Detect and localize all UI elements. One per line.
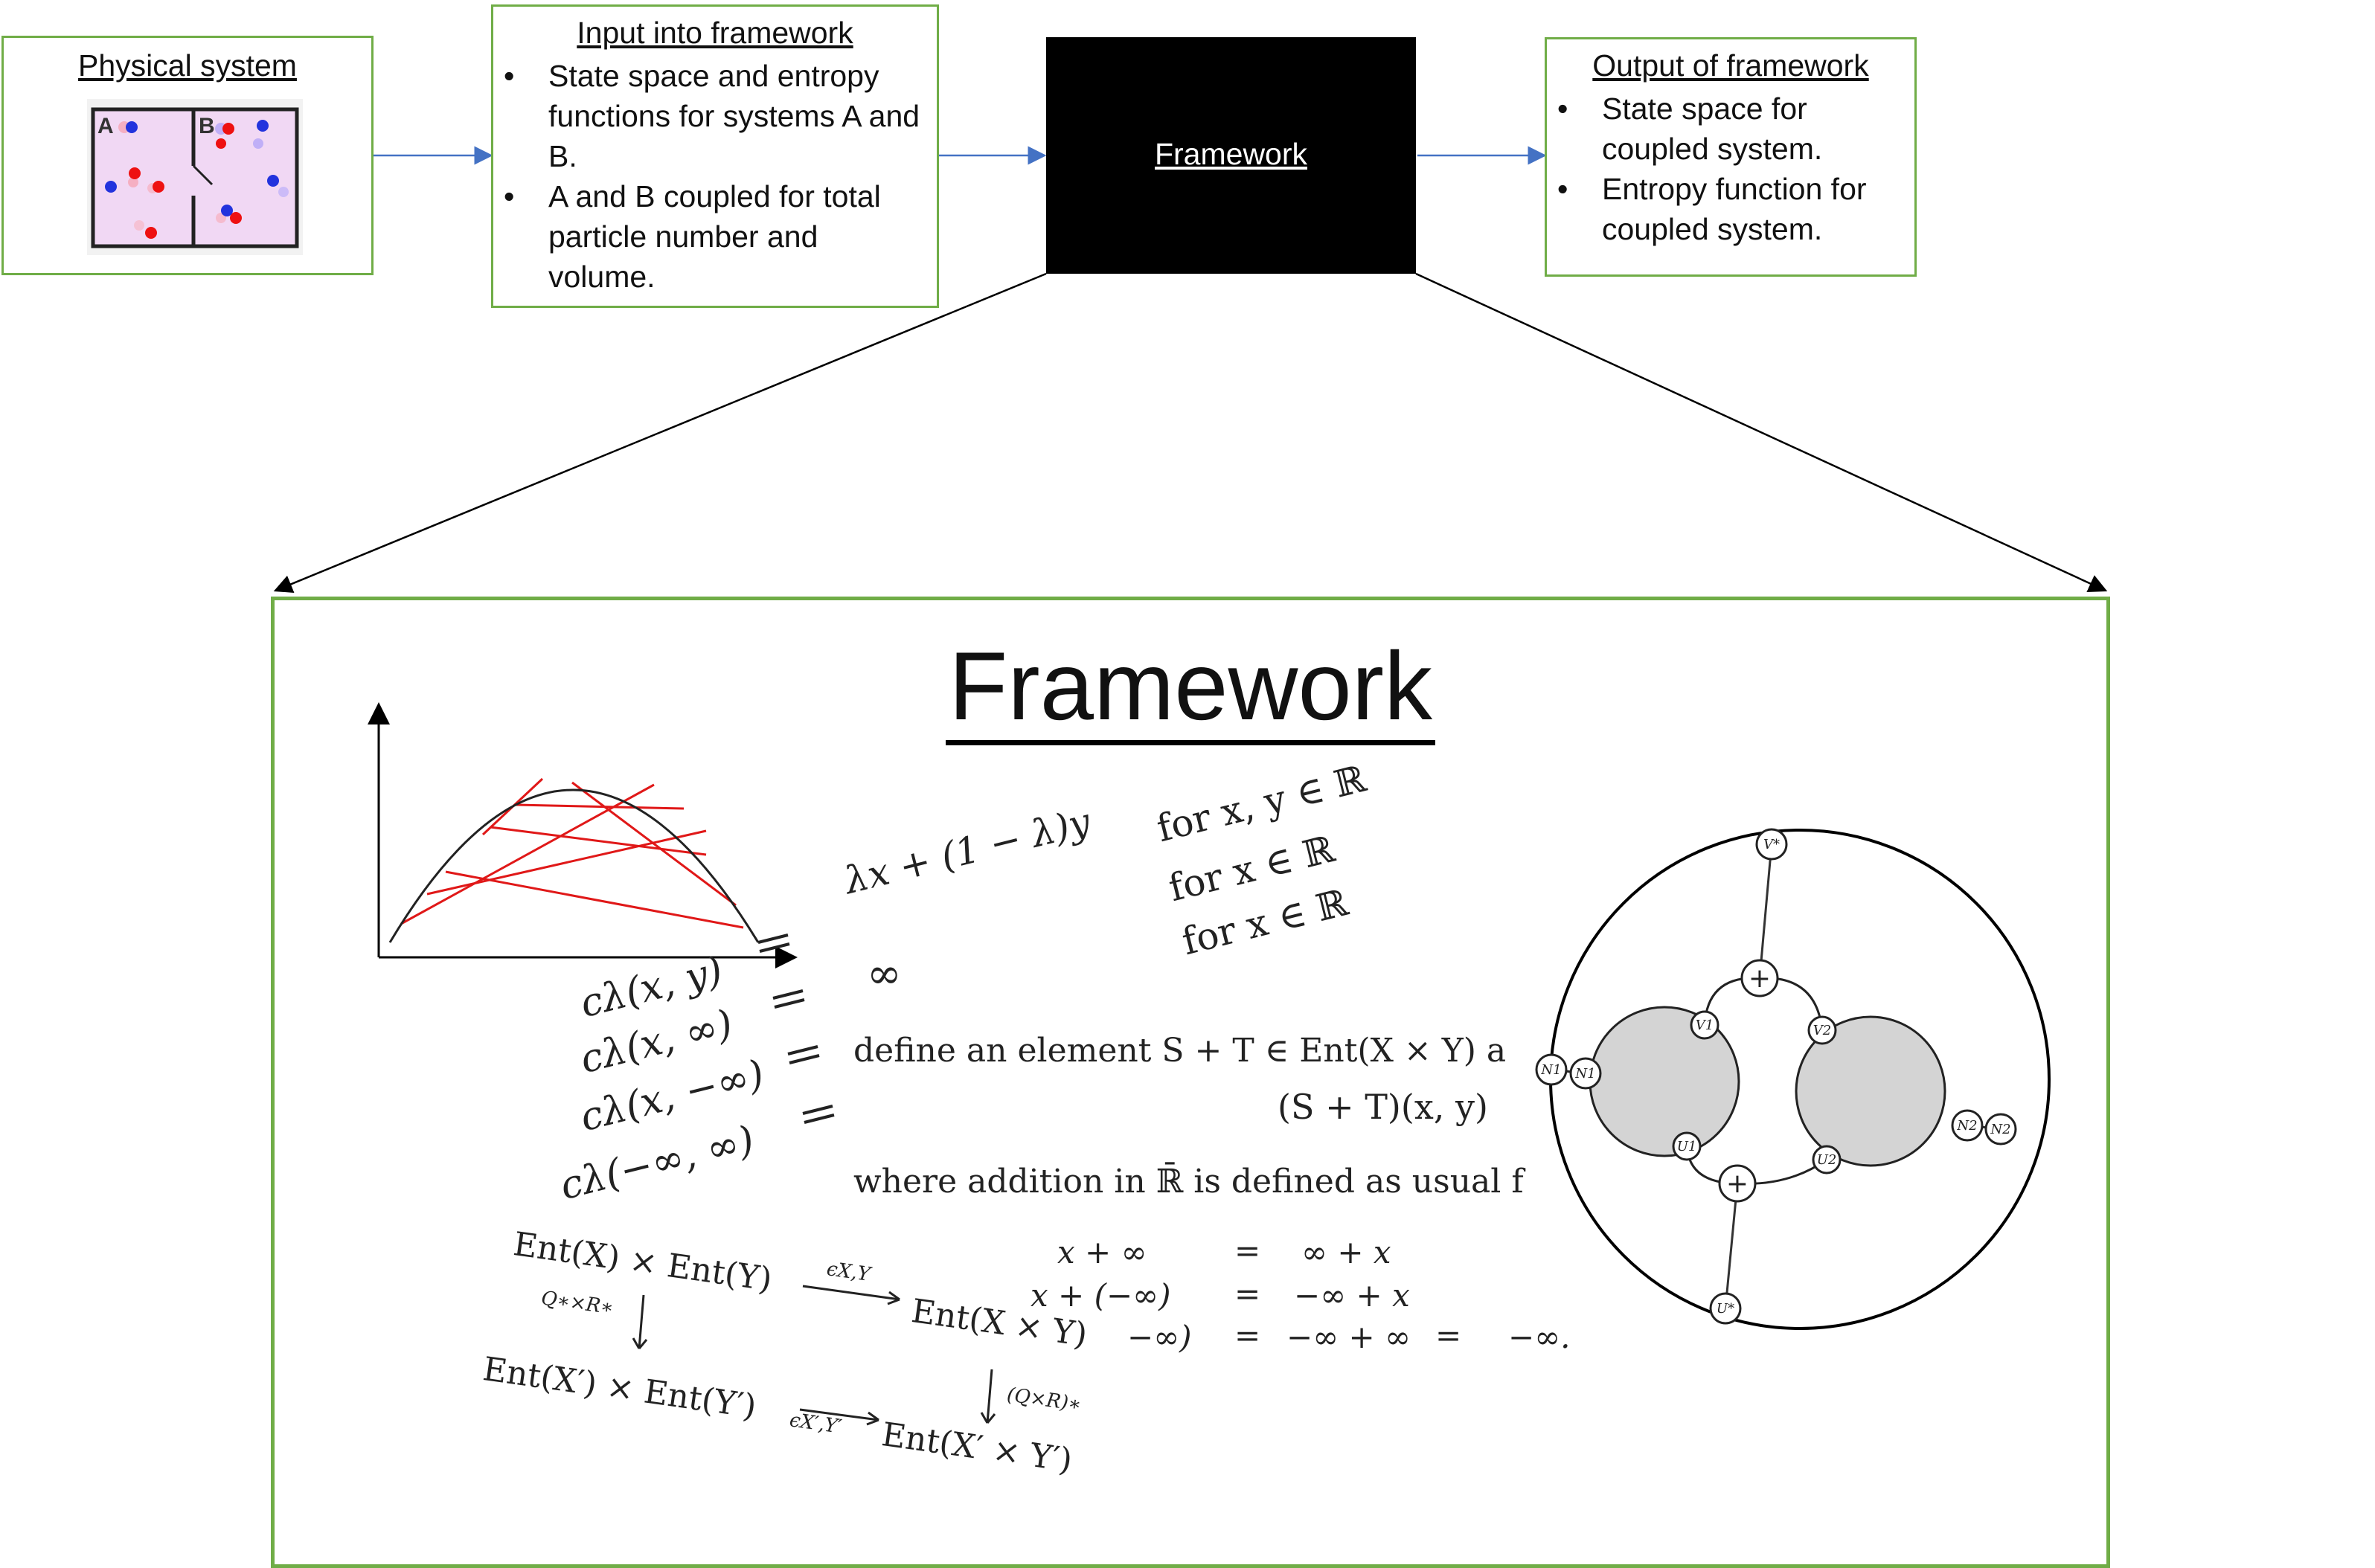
chamber-b-label: B — [199, 114, 215, 138]
circle-network-diagram: V* V1 V2 N1 N1 N2 N2 U1 U2 U* + + — [1535, 828, 2051, 1330]
cd-left-arrow — [632, 1294, 648, 1349]
chord-lines — [400, 777, 744, 929]
math-for-1: for x, y ∈ ℝ — [1153, 756, 1371, 851]
output-title: Output of framework — [1592, 48, 1869, 83]
math-eq: = — [1234, 1317, 1261, 1354]
physical-system-title: Physical system — [78, 48, 297, 83]
output-bullet: State space for coupled system. — [1547, 89, 1911, 169]
math-eq: = — [1234, 1276, 1261, 1312]
input-box: Input into framework State space and ent… — [491, 4, 939, 308]
math-eq: = — [1234, 1233, 1261, 1269]
math-add-1-left: x + ∞ — [1057, 1234, 1147, 1270]
node-label: N2 — [1956, 1118, 1977, 1134]
math-add-1-right: ∞ + x — [1301, 1234, 1391, 1270]
output-box: Output of framework State space for coup… — [1545, 37, 1917, 277]
cd-bottom-left: Ent(X′) × Ent(Y′) — [480, 1350, 759, 1427]
concave-plot — [368, 702, 798, 968]
math-st: (S + T)(x, y) — [1278, 1087, 1488, 1127]
input-bullet: State space and entropy functions for sy… — [493, 56, 932, 176]
plus-node-label: + — [1726, 1169, 1749, 1199]
particle-box-illustration: A B — [87, 99, 303, 255]
cd-left-arrow-label: Q∗×R∗ — [539, 1287, 615, 1320]
cd-right-arrow — [980, 1369, 996, 1424]
node-label: N1 — [1574, 1066, 1595, 1082]
node-label: V2 — [1813, 1023, 1831, 1038]
output-bullet: Entropy function for coupled system. — [1547, 169, 1911, 249]
node-label: U1 — [1677, 1139, 1697, 1154]
math-add-3-left: −∞) — [1127, 1319, 1192, 1355]
node-label: V* — [1763, 837, 1780, 852]
node-label: U* — [1717, 1301, 1734, 1317]
cd-bottom-arrow — [799, 1408, 879, 1426]
framework-node: Framework — [1046, 37, 1416, 274]
math-define: define an element S + T ∈ Ent(X × Y) a — [853, 1032, 1507, 1070]
math-add-3-end: −∞. — [1508, 1319, 1571, 1355]
math-add-2-right: −∞ + x — [1294, 1277, 1410, 1314]
node-label: V1 — [1696, 1018, 1714, 1033]
node-label: U2 — [1817, 1152, 1837, 1168]
zoom-line-left — [273, 272, 1047, 594]
concave-curve — [388, 788, 760, 943]
equals-column — [757, 934, 835, 1124]
math-eq: = — [1435, 1317, 1462, 1354]
node-label: N1 — [1540, 1062, 1561, 1078]
chamber-a-label: A — [97, 114, 114, 138]
zoom-line-right — [1415, 272, 2108, 592]
framework-node-label: Framework — [1154, 137, 1308, 171]
input-title: Input into framework — [577, 16, 853, 50]
math-add-3-right: −∞ + ∞ — [1286, 1319, 1411, 1355]
framework-panel: Framework λx + (1 − λ)y for x, y ∈ ℝ for… — [271, 597, 2110, 1568]
input-bullets: State space and entropy functions for sy… — [493, 56, 932, 297]
input-bullet: A and B coupled for total particle numbe… — [493, 176, 932, 297]
math-where: where addition in ℝ̄ is defined as usual… — [853, 1163, 1524, 1201]
plus-node-label: + — [1749, 963, 1771, 994]
math-inf: ∞ — [867, 950, 902, 998]
cd-top-arrow — [802, 1285, 900, 1305]
physical-system-box: Physical system A B — [1, 36, 374, 275]
math-add-2-left: x + (−∞) — [1031, 1277, 1171, 1314]
output-bullets: State space for coupled system. Entropy … — [1547, 89, 1911, 249]
node-label: N2 — [1990, 1122, 2010, 1137]
framework-panel-title: Framework — [945, 632, 1436, 745]
math-lambda-line: λx + (1 − λ)y — [840, 800, 1095, 903]
cd-right-arrow-label: (Q×R)∗ — [1005, 1384, 1083, 1416]
